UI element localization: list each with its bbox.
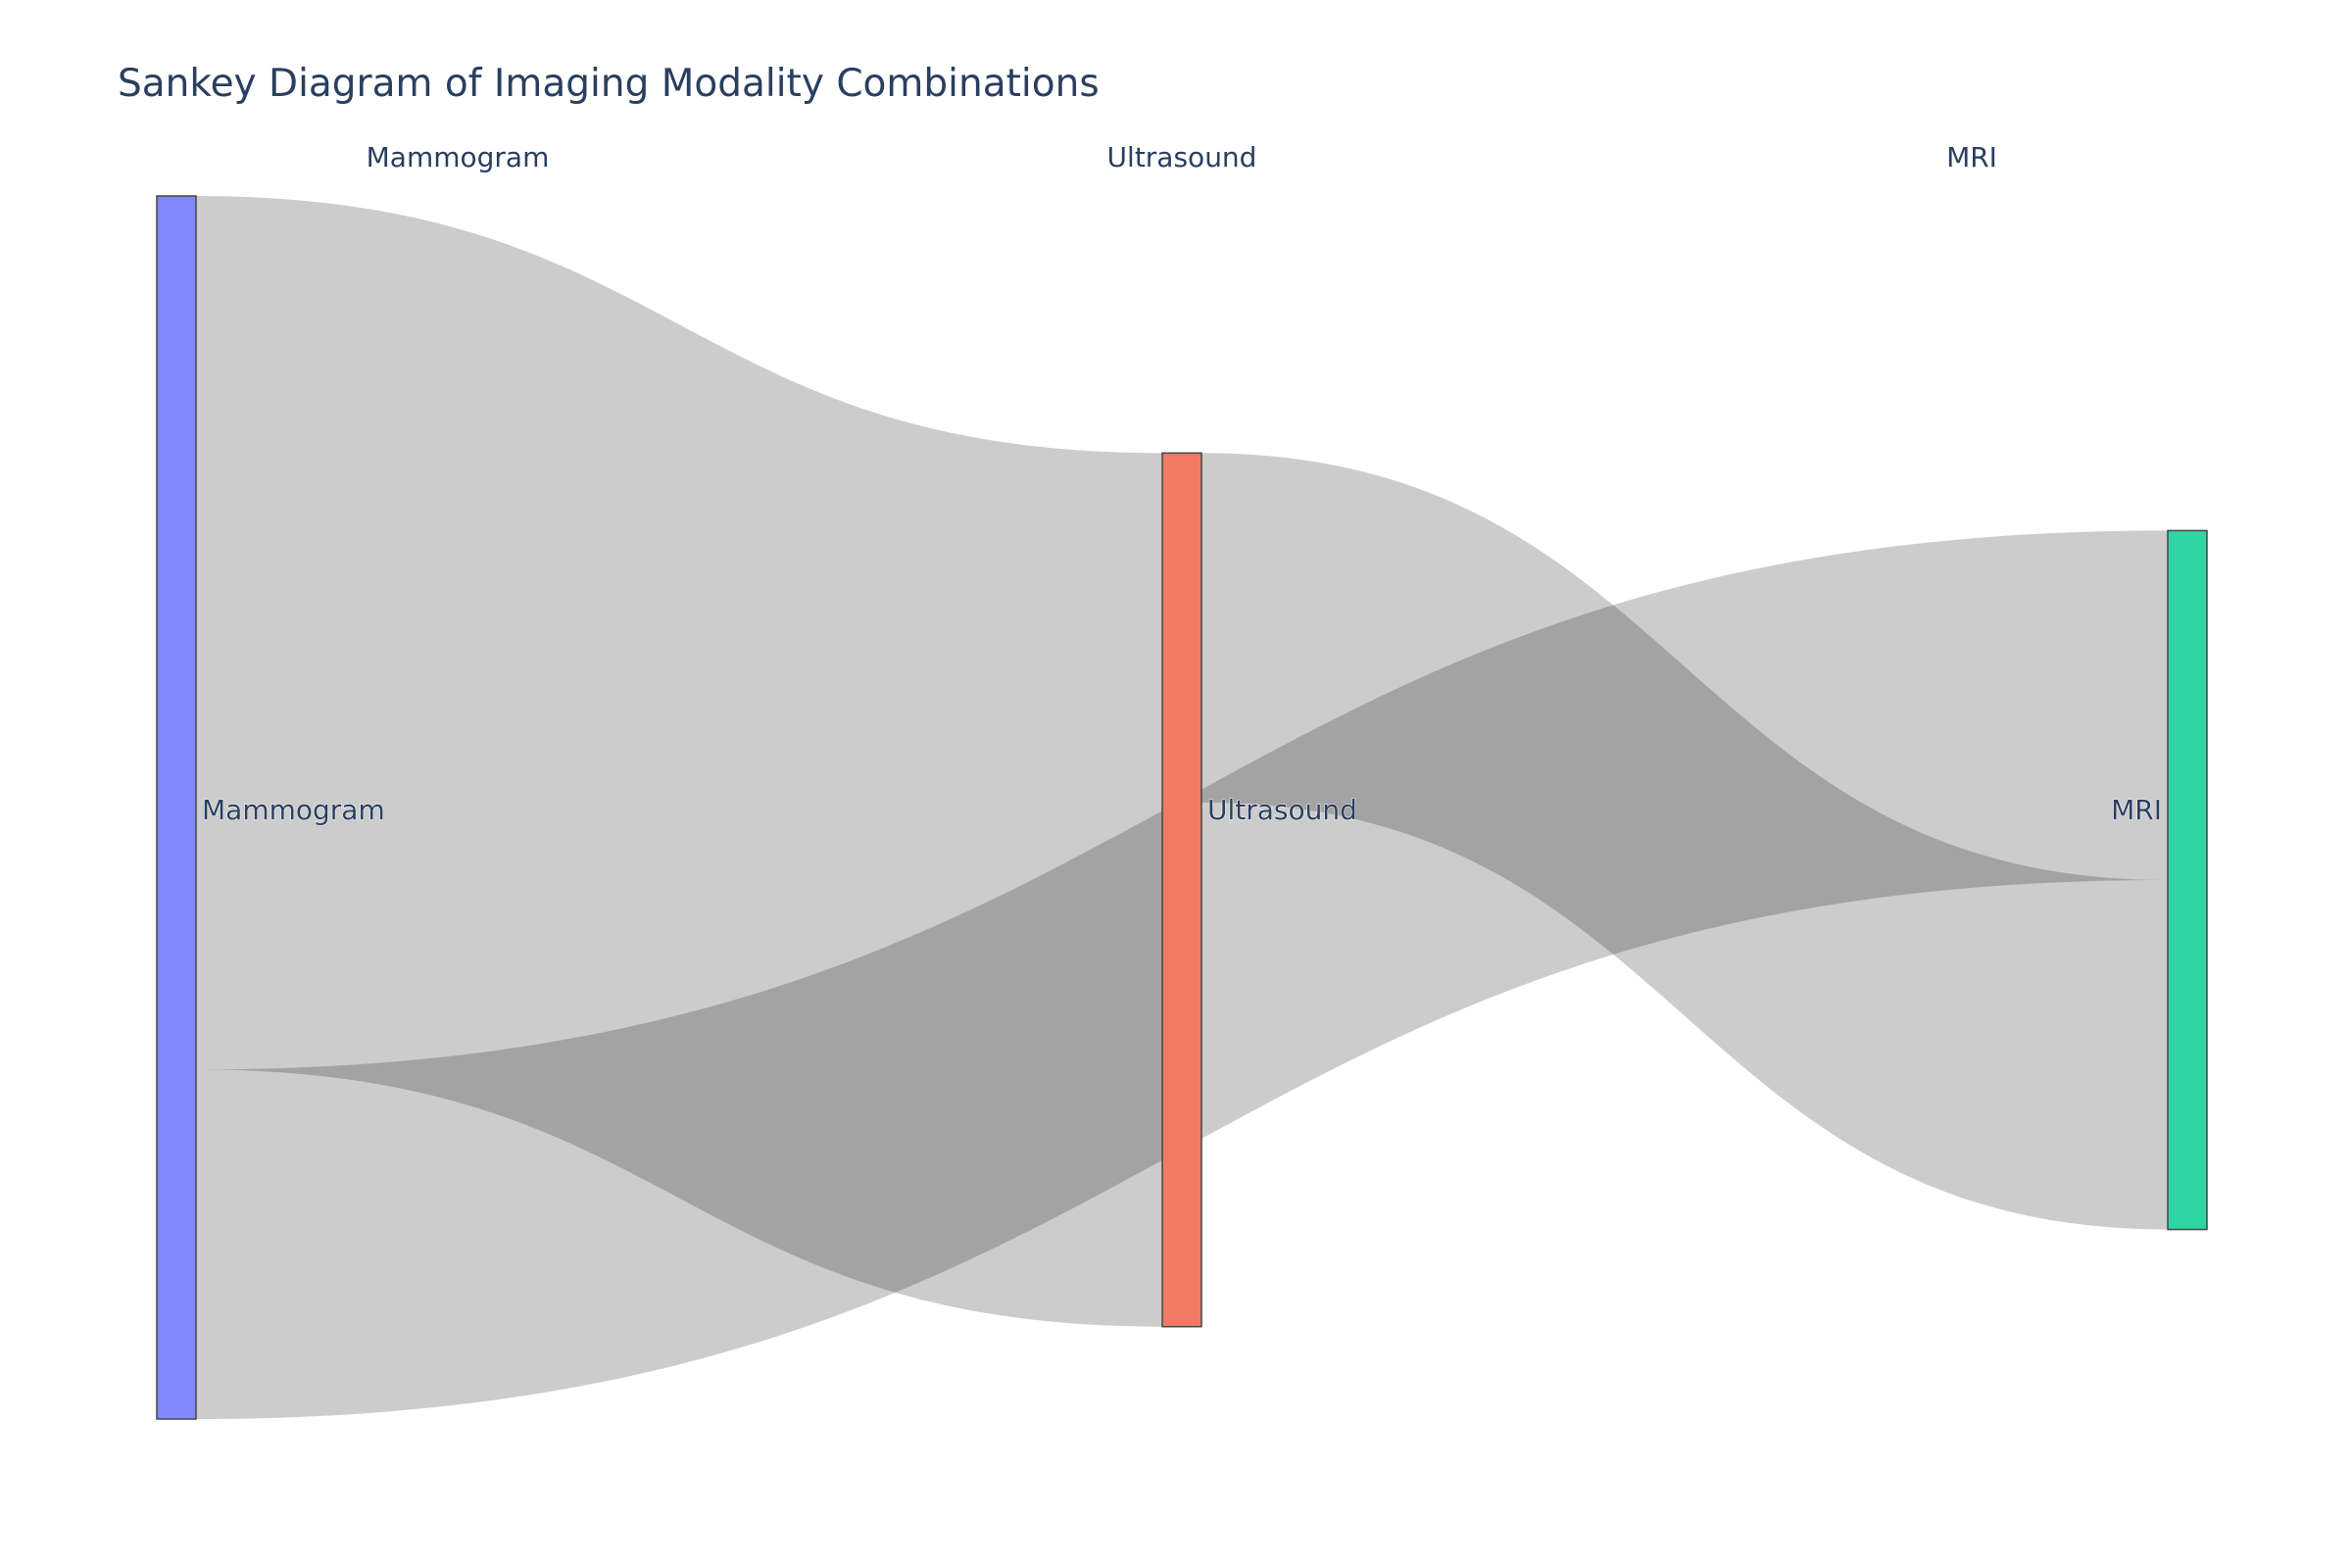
node-label-mammogram: Mammogram xyxy=(202,794,385,826)
column-label-ultrasound: Ultrasound xyxy=(1107,141,1257,173)
node-label-ultrasound: Ultrasound xyxy=(1207,794,1357,826)
node-mammogram[interactable] xyxy=(156,195,197,1420)
chart-title: Sankey Diagram of Imaging Modality Combi… xyxy=(118,62,1100,106)
link-mammogram-to-ultrasound[interactable] xyxy=(196,196,1162,1327)
column-label-mammogram: Mammogram xyxy=(367,141,550,173)
node-mri[interactable] xyxy=(2167,529,2208,1231)
nodes-layer xyxy=(156,195,2208,1420)
node-labels-layer: Mammogram Ultrasound MRI xyxy=(202,794,2163,827)
node-label-mri: MRI xyxy=(2111,794,2162,826)
column-label-mri: MRI xyxy=(1946,141,1997,173)
node-ultrasound[interactable] xyxy=(1161,452,1202,1328)
link-ultrasound-to-mri[interactable] xyxy=(1201,453,2168,1230)
